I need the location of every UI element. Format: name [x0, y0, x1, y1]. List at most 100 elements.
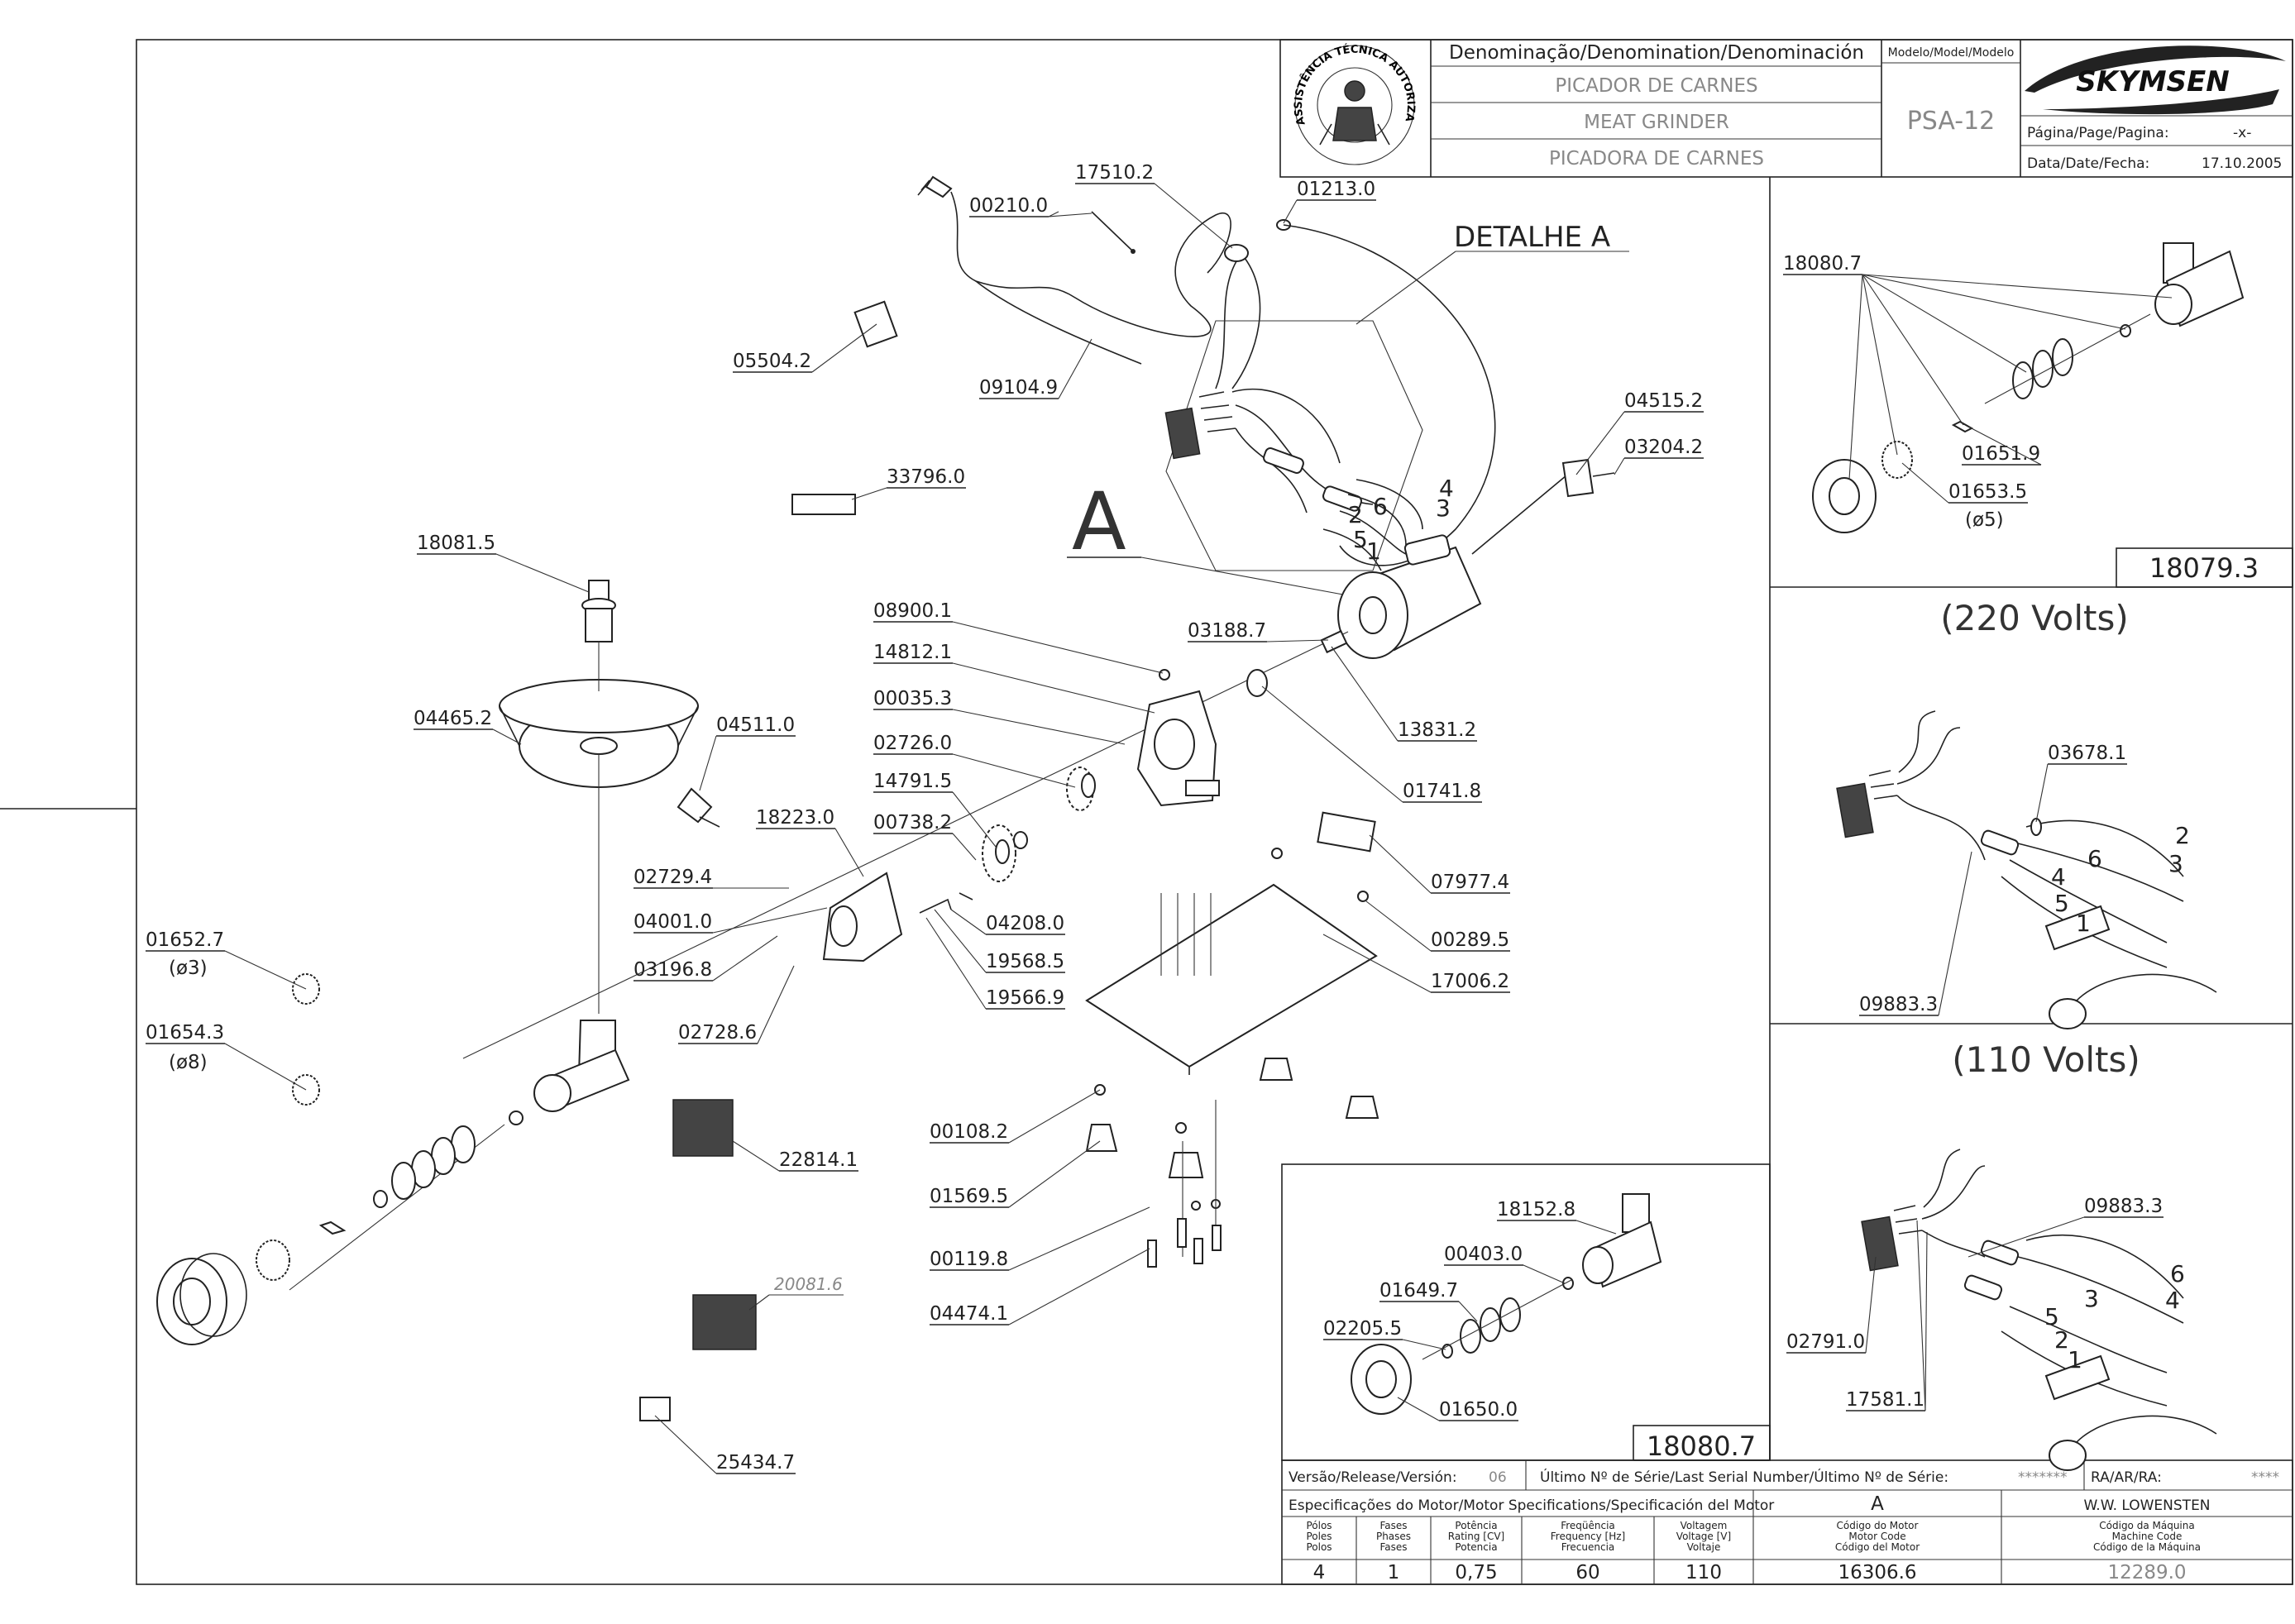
motor-letter: A	[1871, 1493, 1884, 1515]
part-label-19568-5: 19568.5	[986, 951, 1064, 972]
cutting-knife	[318, 1220, 347, 1235]
part-label-02726-0: 02726.0	[873, 733, 952, 754]
part-label-17006-2: 17006.2	[1431, 971, 1509, 992]
part-number-labels: 17510.201213.000210.005504.209104.904515…	[146, 162, 2173, 1474]
part-label-00035-3-leader-0	[952, 709, 1126, 745]
part-label-07977-4-leader-0	[1369, 834, 1432, 894]
detail-wire-number-5: 1	[1366, 537, 1381, 565]
spec-header-4-0: Voltagem	[1681, 1520, 1728, 1531]
part-label-18080-7-leader-3	[1862, 274, 1964, 426]
detail-wire-number-2: 2	[1348, 501, 1363, 528]
part-label-00403-0: 00403.0	[1444, 1244, 1523, 1265]
part-label-18223-0: 18223.0	[756, 807, 834, 829]
part-label-00738-2: 00738.2	[873, 812, 952, 833]
part-label-18080-7-leader-2	[1862, 274, 2027, 373]
model-value: PSA-12	[1907, 107, 1996, 136]
detail-a-title: DETALHE A	[1454, 221, 1610, 254]
part-label-01651-9: 01651.9	[1962, 443, 2040, 465]
name-es: PICADORA DE CARNES	[1549, 148, 1764, 170]
part-label-01654-3: 01654.3	[146, 1022, 224, 1044]
svg-text:ASSISTÊNCIA TÉCNICA AUTORIZADA: ASSISTÊNCIA TÉCNICA AUTORIZADA	[0, 0, 1417, 127]
spec-value-5: 16306.6	[1838, 1562, 1916, 1583]
part-label-18223-0-leader-0	[834, 828, 864, 877]
part-label-01652-7: 01652.7	[146, 929, 224, 951]
footer-table: Versão/Release/Versión: 06 Último Nº de …	[1281, 1459, 2293, 1585]
part-label-03204-2: 03204.2	[1624, 437, 1703, 458]
part-label-04515-2-leader-0	[1575, 411, 1625, 475]
wire-220-1: 6	[2087, 845, 2102, 872]
part-label-19566-9-leader-0	[925, 917, 987, 1010]
part-label-01741-8-leader-0	[1261, 685, 1403, 803]
part-label-14812-1: 14812.1	[873, 642, 952, 663]
part-label-13831-2: 13831.2	[1398, 719, 1476, 741]
part-label-17581-1: 17581.1	[1846, 1389, 1924, 1411]
label-plate	[1317, 811, 1376, 853]
small-decal	[639, 1397, 671, 1421]
part-label-14791-5: 14791.5	[873, 771, 952, 792]
part-label-03196-8-leader-0	[712, 935, 778, 982]
wire-220-0: 2	[2175, 822, 2190, 849]
part-label-18080-7-leader-4	[1862, 274, 1898, 456]
part-label-09883-3: 09883.3	[1859, 994, 1938, 1015]
rubber-feet	[1085, 1058, 1379, 1211]
wire-110-2: 4	[2165, 1287, 2180, 1314]
code-18080: 18080.7	[1647, 1431, 1756, 1462]
part-label-01569-5-leader-0	[1008, 1140, 1101, 1208]
part-label-25434-7-leader-0	[654, 1415, 717, 1474]
wire-220-4: 5	[2054, 890, 2069, 917]
spec-header-5-1: Motor Code	[1848, 1531, 1905, 1542]
spec-value-4: 110	[1685, 1562, 1722, 1583]
pusher	[581, 580, 616, 691]
motor	[1337, 458, 1615, 659]
part-label-22814-1: 22814.1	[779, 1149, 858, 1171]
seal-text: ASSISTÊNCIA TÉCNICA AUTORIZADA	[0, 0, 1417, 127]
panel-frames	[1281, 177, 2293, 1461]
wire-220-3: 4	[2051, 863, 2066, 891]
skymsen-logo: SKYMSEN	[2025, 45, 2286, 115]
spec-header-6-0: Código da Máquina	[2099, 1520, 2194, 1531]
part-label-04001-0-leader-0	[712, 907, 828, 934]
part-label-04515-2: 04515.2	[1624, 390, 1703, 412]
page-value: -x-	[2233, 125, 2251, 141]
part-label-09104-9: 09104.9	[979, 377, 1058, 399]
spring-clip	[919, 892, 973, 914]
part-label-09104-9-leader-0	[1058, 338, 1093, 399]
part-label-01650-0: 01650.0	[1439, 1399, 1518, 1421]
part-label-18152-8: 18152.8	[1497, 1199, 1575, 1220]
part-label-01649-7: 01649.7	[1379, 1280, 1458, 1302]
wire-220-2: 3	[2168, 850, 2183, 877]
part-label-00738-2-leader-0	[952, 833, 977, 861]
part-label-17581-1-leader-0	[1916, 1220, 1926, 1411]
part-label-01741-8: 01741.8	[1403, 781, 1481, 802]
part-label-18080-7: 18080.7	[1783, 253, 1862, 275]
authorized-service-seal: ASSISTÊNCIA TÉCNICA AUTORIZADA	[0, 0, 1417, 165]
spec-header-4-2: Voltaje	[1687, 1541, 1721, 1553]
title-220v: (220 Volts)	[1940, 598, 2128, 638]
part-label-01650-0-leader-0	[1397, 1397, 1440, 1421]
panel-18080-parts	[1351, 1193, 1662, 1415]
part-label-01653-5-leader-0	[1901, 462, 1949, 504]
title-block: ASSISTÊNCIA TÉCNICA AUTORIZADA Denominaç…	[0, 0, 2293, 178]
part-label-05504-2-leader-0	[811, 323, 877, 373]
spec-header-2-2: Potencia	[1455, 1541, 1497, 1553]
spec-header-6-1: Machine Code	[2112, 1531, 2183, 1542]
part-label-09883-3-leader-0	[1938, 851, 1972, 1016]
title-110v: (110 Volts)	[1952, 1039, 2140, 1080]
wing-nut	[677, 787, 713, 824]
release-label: Versão/Release/Versión:	[1289, 1469, 1457, 1486]
spec-header-0-2: Polos	[1306, 1541, 1332, 1553]
detail-wire-number-0: 4	[1439, 475, 1454, 502]
power-cord	[853, 175, 1231, 365]
safety-decal	[692, 1294, 757, 1350]
spec-header-1-2: Fases	[1379, 1541, 1407, 1553]
ra-value: ****	[2251, 1469, 2279, 1486]
spec-header-2-1: Rating [CV]	[1448, 1531, 1504, 1542]
part-label-04474-1: 04474.1	[930, 1303, 1008, 1325]
part-label-00289-5-leader-0	[1365, 900, 1432, 952]
ra-label: RA/AR/RA:	[2091, 1469, 2162, 1486]
part-label-33796-0: 33796.0	[887, 466, 965, 488]
